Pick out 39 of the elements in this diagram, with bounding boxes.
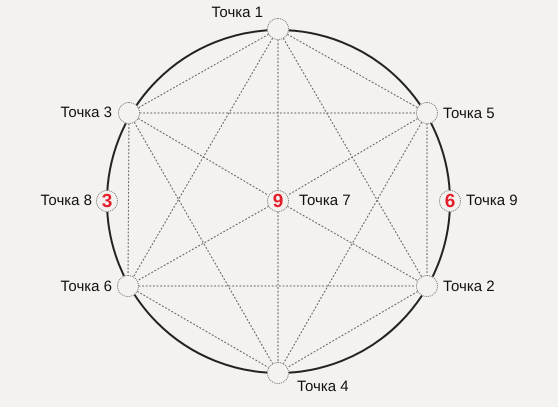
dotted-line <box>138 285 417 287</box>
dotted-line <box>138 118 270 196</box>
dotted-line <box>277 211 279 363</box>
point-label: Точка 1 <box>211 4 263 22</box>
dotted-line <box>286 291 418 368</box>
dotted-line <box>138 34 269 108</box>
number: 3 <box>102 192 112 210</box>
number: 6 <box>444 192 456 210</box>
dotted-line <box>137 206 269 282</box>
dotted-line <box>282 122 422 364</box>
dotted-line <box>426 123 428 276</box>
dotted-line <box>134 122 274 364</box>
number: 9 <box>272 192 284 210</box>
point-circle <box>117 275 139 297</box>
point-label: Точка 3 <box>60 104 112 122</box>
dotted-line <box>133 38 273 278</box>
point-circle <box>267 18 289 40</box>
dotted-line <box>139 112 417 114</box>
dotted-line <box>287 206 418 282</box>
point-label: Точка 6 <box>60 278 112 296</box>
point-label: Точка 8 <box>40 192 92 210</box>
point-label: Точка 4 <box>297 378 349 396</box>
point-circle <box>267 190 289 212</box>
point-label: Точка 7 <box>299 192 351 210</box>
dotted-line <box>277 39 279 191</box>
dotted-line <box>136 290 270 368</box>
dotted-line <box>286 118 418 196</box>
point-circle <box>416 102 438 124</box>
dotted-line <box>128 123 130 276</box>
dotted-line <box>287 34 418 108</box>
point-label: Точка 5 <box>443 105 495 123</box>
point-circle <box>96 190 118 212</box>
point-circle <box>416 275 438 297</box>
point-circle <box>118 102 140 124</box>
point-label: Точка 2 <box>443 278 495 296</box>
dotted-line <box>282 38 422 278</box>
point-circle <box>439 190 461 212</box>
point-label: Точка 9 <box>466 192 518 210</box>
point-circle <box>267 362 289 384</box>
